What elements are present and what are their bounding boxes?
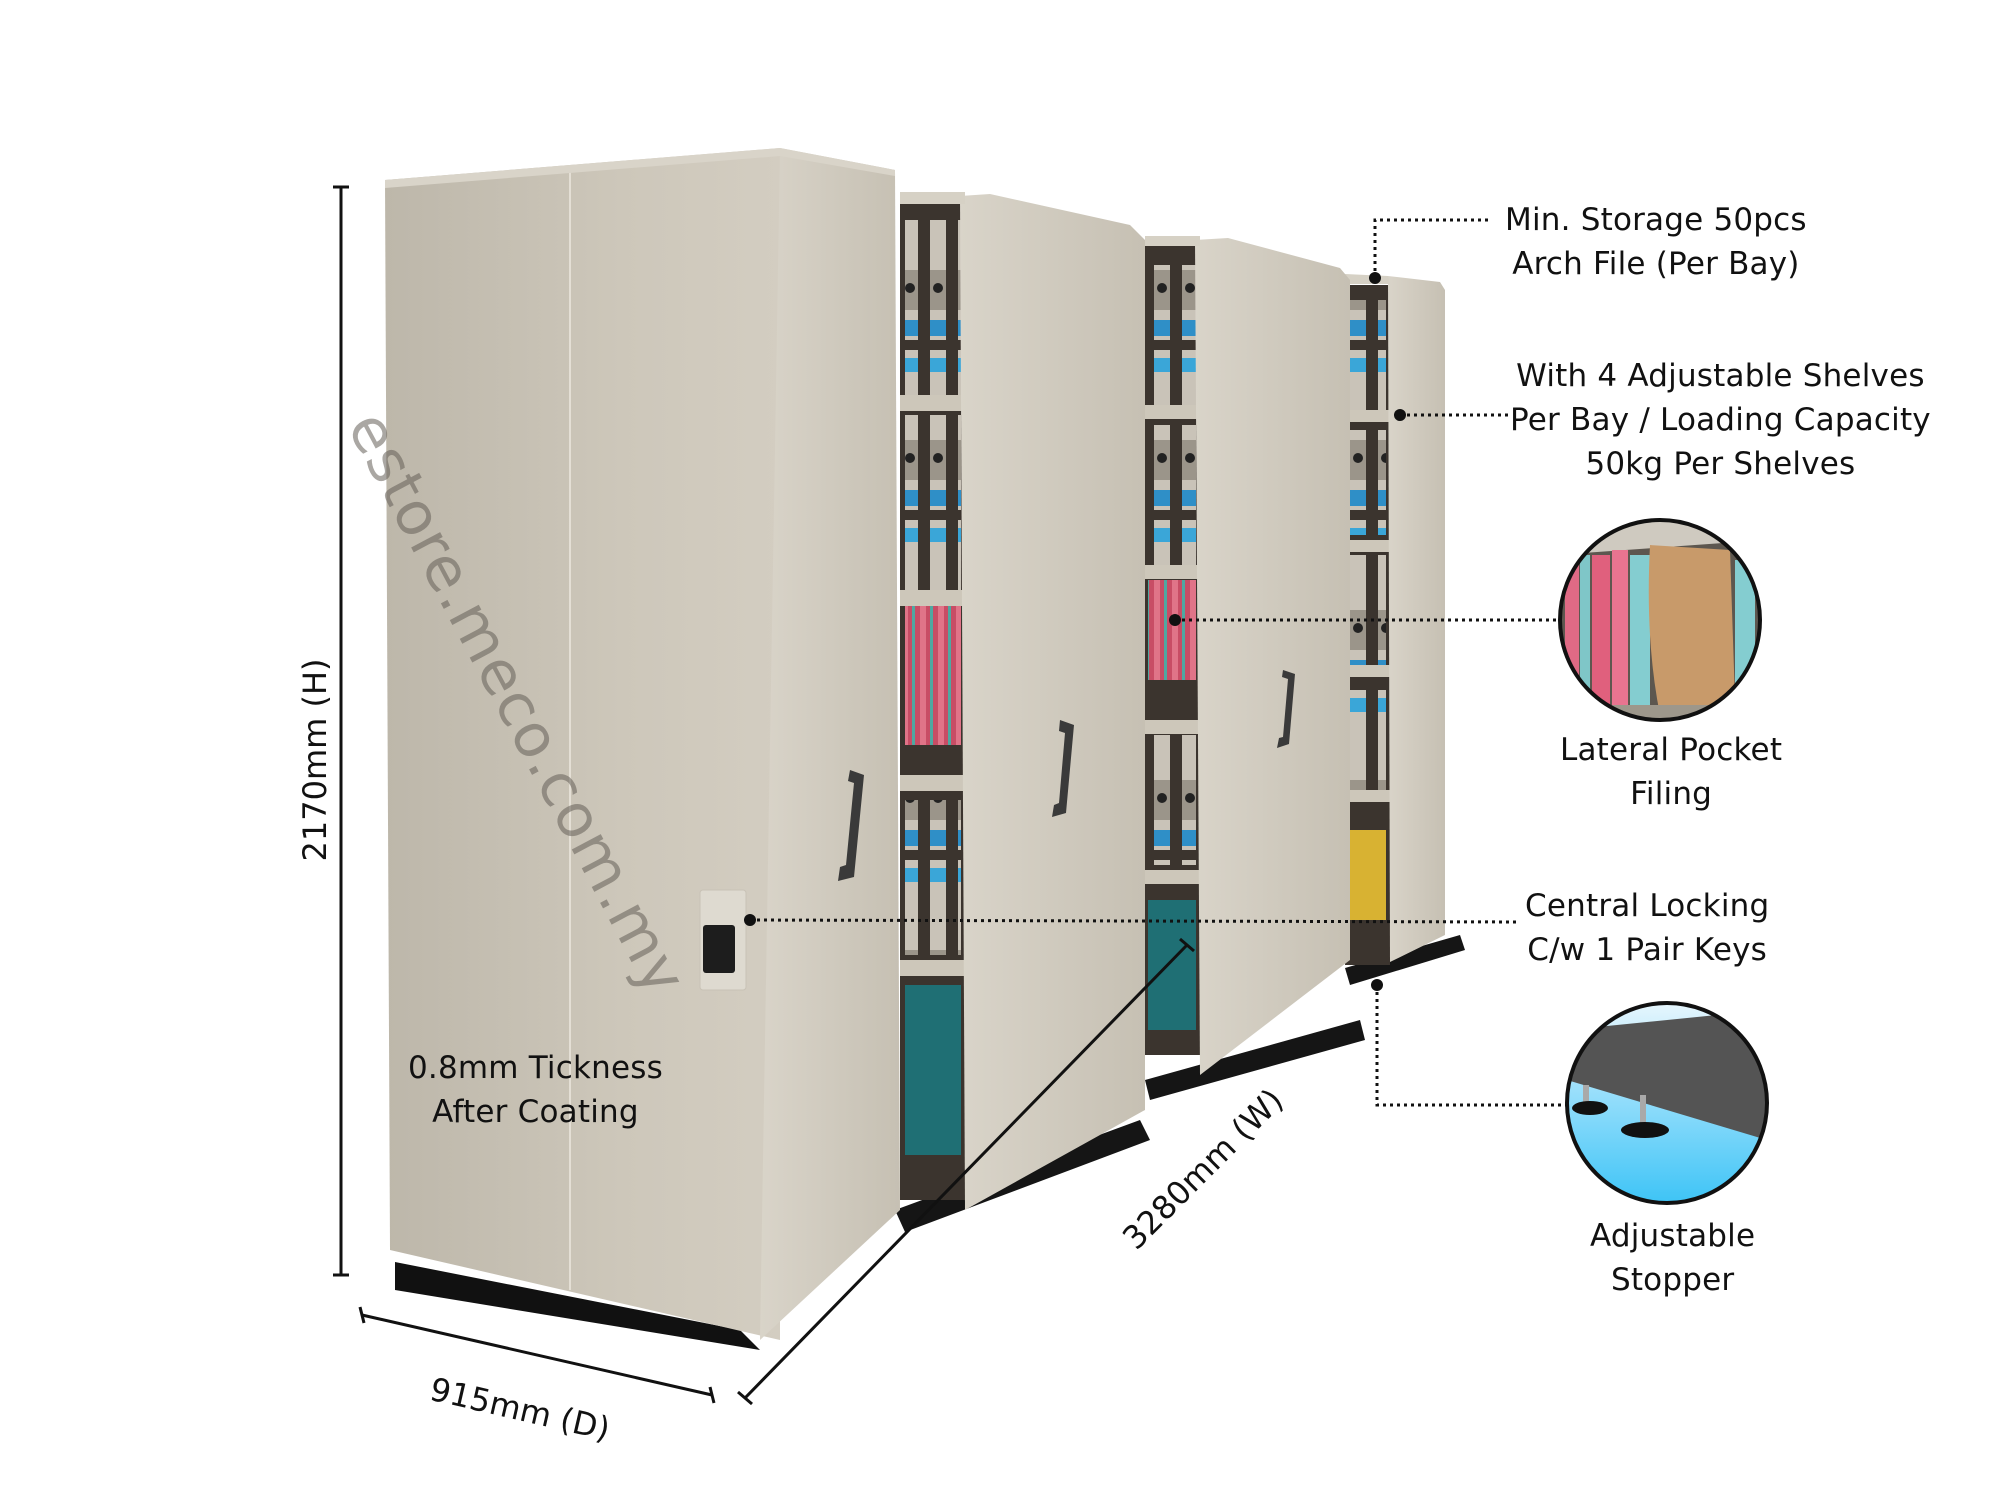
callout-leaders (749, 218, 1570, 1107)
shelves-callout-line1: With 4 Adjustable Shelves (1516, 358, 1925, 394)
shelves-callout-line3: 50kg Per Shelves (1585, 446, 1856, 482)
storage-callout: Min. Storage 50pcs Arch File (Per Bay) (1505, 198, 1807, 286)
depth-dimension-line (358, 1306, 716, 1404)
cabinet-bay-2 (900, 192, 1145, 1210)
locking-callout-line2: C/w 1 Pair Keys (1527, 932, 1768, 968)
height-dimension-line (333, 185, 349, 1277)
handle-icon[interactable] (838, 770, 864, 881)
height-dimension-label: 2170mm (H) (296, 658, 334, 862)
thickness-callout-line1: 0.8mm Tickness (408, 1050, 663, 1086)
lateral-pocket-filing-photo (1558, 518, 1762, 722)
cabinet-bay-4 (1345, 274, 1445, 965)
locking-callout: Central Locking C/w 1 Pair Keys (1525, 884, 1769, 972)
width-dimension-line (737, 937, 1195, 1406)
callout-dots (744, 272, 1406, 991)
shelves-callout-line2: Per Bay / Loading Capacity (1510, 402, 1931, 438)
thickness-callout: 0.8mm Tickness After Coating (408, 1046, 663, 1134)
pocket-filing-callout-line1: Lateral Pocket (1560, 732, 1783, 768)
stopper-callout-line2: Stopper (1610, 1262, 1735, 1298)
adjustable-stopper-photo (1565, 1001, 1769, 1205)
cabinet-front (385, 148, 900, 1340)
handle-icon[interactable] (1052, 720, 1074, 817)
storage-callout-line2: Arch File (Per Bay) (1512, 246, 1800, 282)
thickness-callout-line2: After Coating (432, 1094, 639, 1130)
stopper-callout-line1: Adjustable (1590, 1218, 1756, 1254)
stopper-callout: Adjustable Stopper (1590, 1214, 1755, 1302)
handle-icon[interactable] (1277, 670, 1295, 748)
cabinet-bay-3 (1145, 236, 1350, 1075)
lock-icon[interactable] (703, 925, 735, 973)
pocket-filing-callout: Lateral Pocket Filing (1560, 728, 1782, 816)
pocket-filing-callout-line2: Filing (1630, 776, 1713, 812)
storage-callout-line1: Min. Storage 50pcs (1505, 202, 1807, 238)
shelves-callout: With 4 Adjustable Shelves Per Bay / Load… (1510, 354, 1931, 486)
locking-callout-line1: Central Locking (1525, 888, 1770, 924)
